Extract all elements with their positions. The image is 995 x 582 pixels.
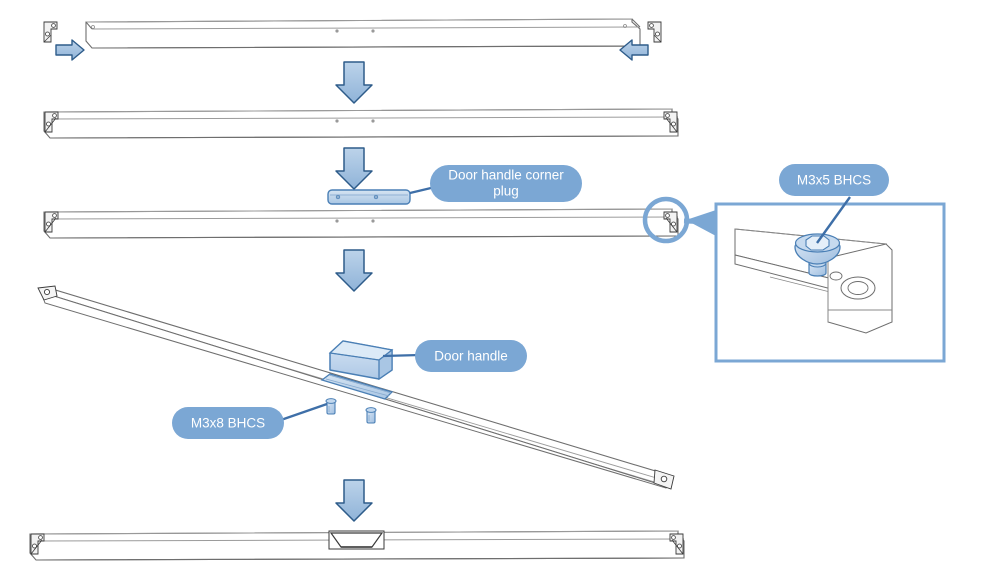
arrow-step3-to-4 bbox=[335, 249, 373, 292]
corner-bracket-left-step3 bbox=[44, 211, 59, 233]
door-handle-corner-plug-part bbox=[327, 189, 411, 205]
step-2-group bbox=[43, 108, 679, 139]
corner-bracket-right bbox=[647, 21, 662, 43]
corner-bracket-right-seated bbox=[663, 111, 678, 133]
m3x5-detail-inset bbox=[714, 196, 946, 363]
door-handle-part bbox=[328, 340, 394, 381]
callout-m3x5-bhcs[interactable]: M3x5 BHCS bbox=[779, 164, 889, 196]
leader-door-handle bbox=[382, 353, 421, 358]
diagonal-rail-end-left bbox=[37, 285, 58, 301]
corner-bracket-right-final bbox=[669, 533, 684, 555]
arrow-insert-right bbox=[619, 39, 649, 61]
leader-m3x8 bbox=[277, 402, 328, 423]
callout-label-m3x8: M3x8 BHCS bbox=[191, 416, 265, 431]
installed-door-handle bbox=[328, 530, 385, 550]
callout-door-handle[interactable]: Door handle bbox=[415, 340, 527, 372]
arrow-step4-to-5 bbox=[335, 479, 373, 522]
m3x8-bhcs-screw-2 bbox=[365, 407, 377, 424]
step3-rail bbox=[43, 208, 679, 239]
callout-label-line2: plug bbox=[493, 184, 519, 199]
step-5-group bbox=[29, 530, 685, 561]
step1-rail bbox=[85, 18, 641, 49]
step2-rail bbox=[43, 108, 679, 139]
callout-label-line1: Door handle corner bbox=[448, 168, 564, 183]
diagonal-rail-end-right bbox=[653, 469, 675, 490]
detail-magnifier bbox=[642, 196, 719, 244]
arrow-insert-left bbox=[55, 39, 85, 61]
leader-m3x5 bbox=[816, 196, 851, 244]
corner-bracket-right-step3 bbox=[663, 211, 678, 233]
callout-door-handle-corner-plug[interactable]: Door handle corner plug bbox=[430, 165, 582, 202]
corner-bracket-left bbox=[43, 21, 58, 43]
step-1-group bbox=[43, 18, 662, 61]
step-3-group bbox=[43, 181, 679, 239]
step-4-group bbox=[37, 285, 675, 490]
corner-bracket-left-seated bbox=[44, 111, 59, 133]
m3x8-bhcs-screw-1 bbox=[325, 398, 337, 415]
arrow-step1-to-2 bbox=[335, 61, 373, 104]
arrow-step2-to-3 bbox=[335, 147, 373, 190]
corner-bracket-left-final bbox=[30, 533, 45, 555]
callout-label-door-handle: Door handle bbox=[434, 349, 508, 364]
corner-plug-on-diagonal bbox=[320, 373, 394, 400]
callout-m3x8-bhcs[interactable]: M3x8 BHCS bbox=[172, 407, 284, 439]
callout-label-m3x5: M3x5 BHCS bbox=[797, 173, 871, 188]
